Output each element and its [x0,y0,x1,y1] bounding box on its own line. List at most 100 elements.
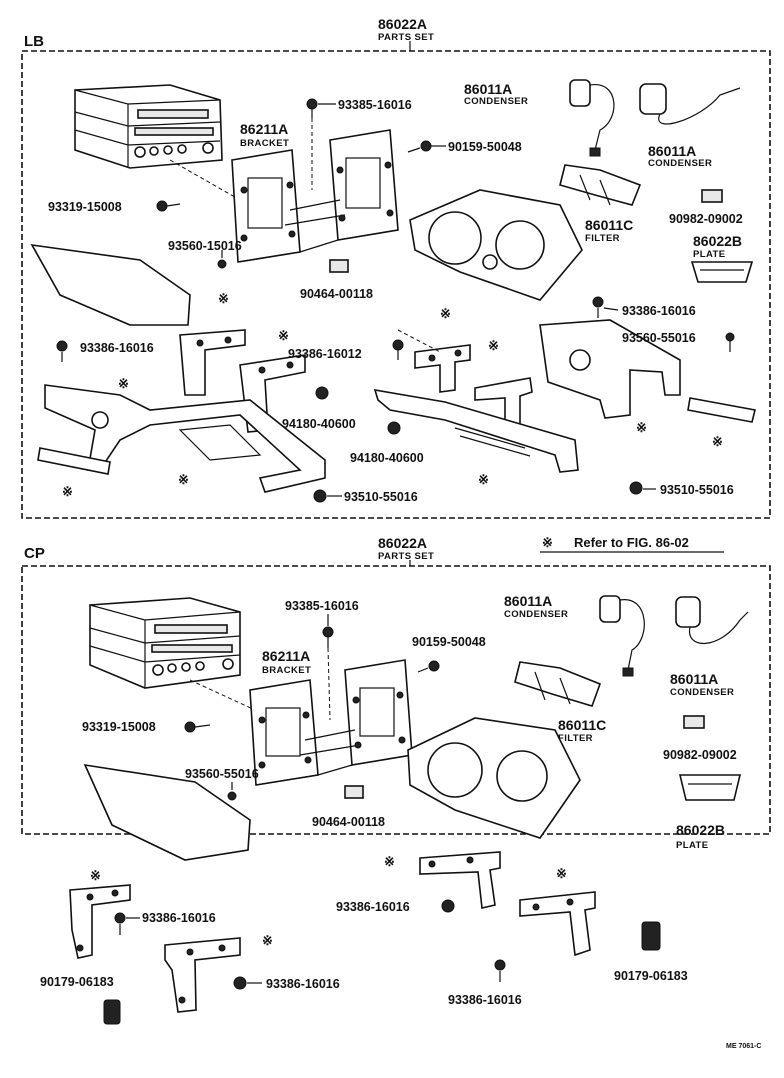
lb-part-94180a: 94180-40600 [282,417,356,431]
lb-screw-93510a [313,489,327,503]
cp-screw-93386d [494,959,506,982]
cp-part-93386b: 93386-16016 [266,977,340,991]
lb-part-94180b: 94180-40600 [350,451,424,465]
cp-plate-caption: PLATE [676,840,708,851]
cp-condenser-2-number: 86011A [670,671,718,687]
lb-bracket-number: 86211A [240,121,288,137]
lb-screw-93560b [725,332,735,352]
lb-clip-90464 [329,259,349,273]
lb-condenser-1 [569,79,615,157]
cp-filter-number: 86011C [558,717,606,733]
lb-screw-93386a [56,340,68,362]
cp-screw-93386b [233,976,247,990]
cp-trim-cover [83,763,251,861]
lb-filter-number: 86011C [585,217,633,233]
lb-ref-mark-5: ※ [178,472,189,487]
lb-part-90464: 90464-00118 [300,287,373,301]
cp-condenser-2-caption: CONDENSER [670,687,734,698]
cp-part-90464: 90464-00118 [312,815,385,829]
lb-plate-number: 86022B [693,233,742,249]
lb-ref-mark-9: ※ [636,420,647,435]
section-cp-label: CP [24,545,45,562]
section-cp: CP 86022A PARTS SET [21,535,771,861]
lb-screw-93319 [156,200,181,212]
cp-ref-mark-3: ※ [384,854,395,869]
cp-screw-93386c [441,899,455,913]
cp-ref-mark-2: ※ [262,933,273,948]
lb-part-90982: 90982-09002 [669,212,743,226]
cp-bracket-number: 86211A [262,648,310,664]
lb-meter-pod [409,189,583,301]
lb-rail [373,388,579,473]
lb-ref-mark-6: ※ [440,306,451,321]
cp-condenser-1 [599,595,645,677]
cp-fuse-90982 [683,715,705,729]
cp-radio-unit [89,597,241,689]
cp-part-93386c: 93386-16016 [336,900,410,914]
cp-clip-90464 [344,785,364,799]
lb-bracket-caption: BRACKET [240,138,289,149]
lb-part-90159: 90159-50048 [448,140,522,154]
cp-screw-93386a [114,912,126,935]
lb-strap-right [687,397,756,423]
cp-loose-parts: ※ 93386-16016 90179-06183 ※ 93386-16016 … [40,851,688,1025]
cp-mount-bracket-center [164,937,241,1013]
lb-screw-90159 [407,140,432,153]
lb-parts-set-caption: PARTS SET [378,32,434,43]
lb-mount-bracket-left [179,329,246,396]
lb-condenser-1-number: 86011A [464,81,512,97]
lb-ref-mark-1: ※ [218,291,229,306]
cp-part-90179a: 90179-06183 [40,975,114,989]
cp-parts-set-caption: PARTS SET [378,551,434,562]
lb-screw-93385 [306,98,318,118]
cp-plate [678,774,742,801]
cp-parts-set-frame [21,565,771,835]
cp-condenser-1-caption: CONDENSER [504,609,568,620]
cp-mount-bracket-right [419,851,501,909]
cp-ref-mark-4: ※ [556,866,567,881]
lb-part-93386b: 93386-16016 [622,304,696,318]
cp-clip-90179b [641,921,661,951]
cp-part-93386a: 93386-16016 [142,911,216,925]
lb-nut-94180b [387,421,401,435]
lb-base-frame [44,384,326,493]
lb-parts-set-number: 86022A [378,16,427,32]
cp-part-93386d: 93386-16016 [448,993,522,1007]
lb-fuse-90982 [701,189,723,203]
lb-condenser-2-number: 86011A [648,143,696,159]
lb-ref-mark-4: ※ [62,484,73,499]
lb-part-93560a: 93560-15016 [168,239,242,253]
lb-condenser-1-caption: CONDENSER [464,96,528,107]
lb-part-93510b: 93510-55016 [660,483,734,497]
lb-parts-set-frame [21,50,771,519]
cp-meter-pod [407,717,581,839]
lb-trim-cover [30,243,191,326]
cp-filter-caption: FILTER [558,733,593,744]
lb-strap-left [37,447,111,475]
lb-screw-93510b [629,481,643,495]
section-lb-label: LB [24,33,44,50]
cp-bracket-caption: BRACKET [262,665,311,676]
cp-plate-number: 86022B [676,822,725,838]
cp-mount-bracket-far-right [519,891,596,957]
lb-screw-93560a [217,250,227,269]
lb-part-93386a: 93386-16016 [80,341,154,355]
cp-ref-mark-1: ※ [90,868,101,883]
ref-note-symbol: ※ [542,535,553,550]
cp-bracket [249,659,413,786]
lb-part-93386c: 93386-16012 [288,347,362,361]
lb-ref-mark-3: ※ [118,376,129,391]
lb-filter-caption: FILTER [585,233,620,244]
lb-part-93385: 93385-16016 [338,98,412,112]
cp-part-93560: 93560-55016 [185,767,259,781]
cp-part-93385: 93385-16016 [285,599,359,613]
lb-screw-93386b [592,296,604,318]
cp-screw-93385 [322,626,334,648]
lb-ref-mark-8: ※ [478,472,489,487]
cp-condenser-1-number: 86011A [504,593,552,609]
lb-side-bracket [539,319,681,419]
lb-part-93510a: 93510-55016 [344,490,418,504]
cp-part-90179b: 90179-06183 [614,969,688,983]
cp-part-90159: 90159-50048 [412,635,486,649]
